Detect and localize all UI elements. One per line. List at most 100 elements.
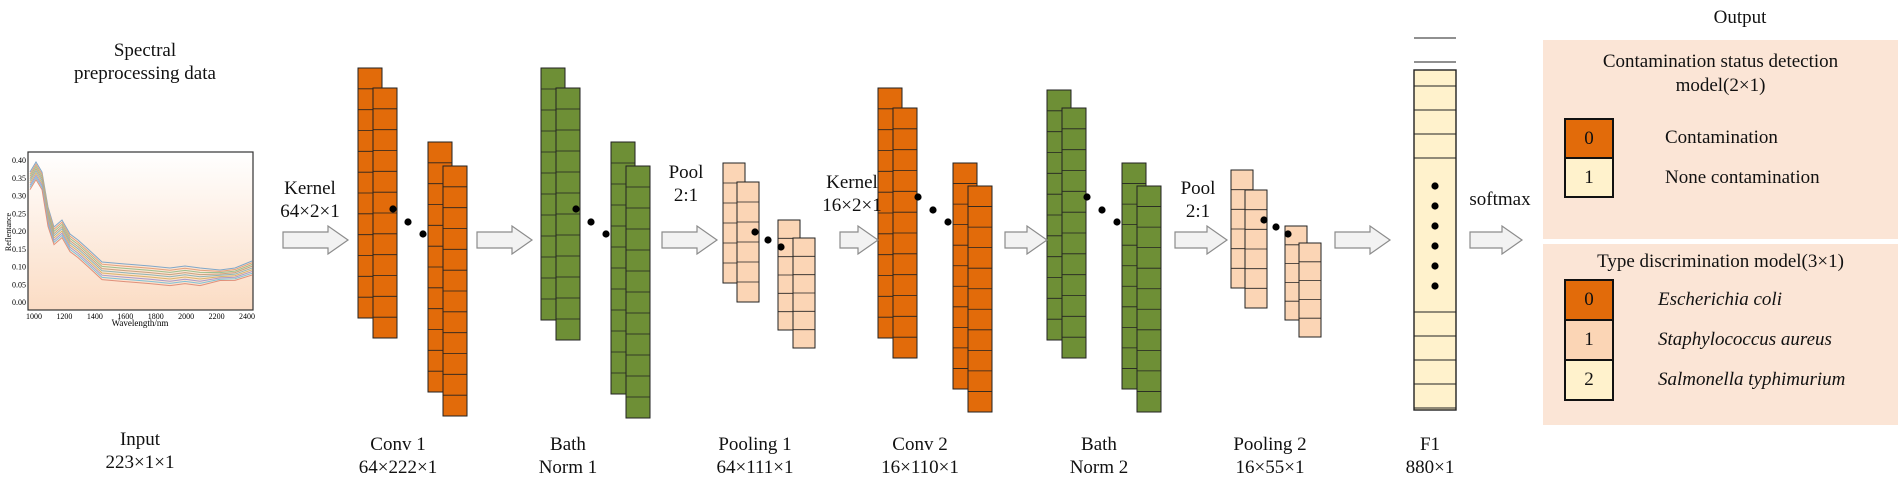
kernel2-size: 16×2×1: [822, 195, 882, 216]
type-output-cell-1: 1: [1564, 319, 1614, 361]
ellipsis-dot: [404, 218, 412, 226]
f1-vector-body: [1413, 69, 1457, 411]
pool1-text: Pool: [668, 162, 704, 183]
status-title-line1: Contamination status detection: [1602, 51, 1839, 72]
ellipsis-dot: [929, 206, 937, 214]
plot-x-tick-label: 1200: [56, 312, 72, 321]
ellipsis-dot: [572, 205, 580, 213]
ellipsis-dot: [1431, 282, 1439, 290]
ellipsis-dot: [1431, 222, 1439, 230]
layer-dims: 880×1: [1405, 457, 1455, 478]
status-model-title: Contamination status detection model(2×1…: [1543, 50, 1898, 98]
type-model-panel: Type discrimination model(3×1) 0 1 2 Esc…: [1543, 244, 1898, 425]
input-caption: Input 223×1×1: [85, 428, 195, 474]
plot-x-tick-label: 2200: [209, 312, 225, 321]
conv1-map-last-back: [442, 165, 468, 417]
plot-y-tick-label: 0.20: [12, 227, 26, 236]
kernel2-label: Kernel 16×2×1: [812, 171, 892, 217]
ellipsis-dot: [389, 205, 397, 213]
ellipsis-dot: [1113, 218, 1121, 226]
ellipsis-dot: [1284, 230, 1292, 238]
block-arrow: [661, 224, 719, 256]
status-title-line2: model(2×1): [1675, 75, 1766, 96]
plot-y-axis-label: Reflentance: [4, 212, 13, 251]
pool1-map-last-back: [792, 237, 816, 349]
block-arrow: [1469, 224, 1524, 256]
layer-name: Pooling 1: [718, 434, 792, 455]
type-label-staphylococcus: Staphylococcus aureus: [1658, 329, 1832, 350]
layer-dims: Norm 1: [538, 457, 598, 478]
layer-caption-conv2: Conv 2 16×110×1: [860, 433, 980, 479]
type-label-salmonella: Salmonella typhimurium: [1658, 369, 1846, 390]
pool1-ratio: 2:1: [673, 185, 699, 206]
cell-value: 2: [1584, 369, 1594, 390]
norm2-map-last-back: [1136, 185, 1162, 413]
kernel1-text: Kernel: [284, 178, 336, 199]
ellipsis-dot: [587, 218, 595, 226]
layer-name: Bath: [550, 434, 586, 455]
status-label-contamination: Contamination: [1665, 127, 1778, 148]
input-title-line2: preprocessing data: [74, 63, 216, 84]
layer-name: Bath: [1081, 434, 1117, 455]
pool2-map-last-back: [1298, 242, 1322, 338]
input-title-line1: Spectral: [113, 40, 177, 61]
layer-dims: 16×55×1: [1235, 457, 1305, 478]
cell-value: 0: [1584, 127, 1594, 149]
ellipsis-dot: [419, 230, 427, 238]
plot-y-tick-label: 0.10: [12, 263, 26, 272]
layer-caption-conv1: Conv 1 64×222×1: [338, 433, 458, 479]
layer-name: Conv 2: [892, 434, 948, 455]
conv2-map-last-back: [967, 185, 993, 413]
layer-dims: 16×110×1: [881, 457, 959, 478]
status-model-panel: Contamination status detection model(2×1…: [1543, 40, 1898, 239]
type-model-title: Type discrimination model(3×1): [1597, 251, 1844, 272]
type-output-cell-2: 2: [1564, 359, 1614, 401]
norm1-map-back: [555, 87, 581, 341]
plot-y-ticks: 0.400.350.300.250.200.150.100.050.00: [12, 156, 26, 307]
softmax-label: softmax: [1460, 188, 1540, 211]
kernel1-label: Kernel 64×2×1: [270, 177, 350, 223]
layer-blocks: [357, 37, 1457, 419]
ellipsis-dot: [944, 218, 952, 226]
block-arrow: [1334, 224, 1392, 256]
layer-caption-pool2: Pooling 2 16×55×1: [1210, 433, 1330, 479]
plot-x-tick-label: 2000: [178, 312, 194, 321]
pool1-label: Pool 2:1: [661, 161, 711, 207]
pool2-map-last-back-body: [1298, 242, 1322, 338]
plot-x-tick-label: 2400: [239, 312, 255, 321]
plot-x-tick-label: 1600: [117, 312, 133, 321]
spectral-plot: 0.400.350.300.250.200.150.100.050.00 100…: [4, 151, 255, 328]
layer-dims: 64×222×1: [358, 457, 438, 478]
layer-caption-f1: F1 880×1: [1390, 433, 1470, 479]
type-label-escherichia: Escherichia coli: [1658, 289, 1782, 310]
plot-y-tick-label: 0.00: [12, 298, 26, 307]
kernel1-size: 64×2×1: [280, 201, 340, 222]
block-arrow: [839, 224, 880, 256]
ellipsis-dot: [1272, 223, 1280, 231]
input-dims: 223×1×1: [105, 452, 175, 473]
status-output-cell-1: 1: [1564, 157, 1614, 198]
plot-x-tick-label: 1800: [148, 312, 164, 321]
layer-name: Pooling 2: [1233, 434, 1307, 455]
ellipsis-dot: [777, 243, 785, 251]
layer-name: F1: [1419, 434, 1441, 455]
ellipsis-dot: [1431, 182, 1439, 190]
conv2-map-last-back-body: [967, 185, 993, 413]
layer-caption-pool1: Pooling 1 64×111×1: [695, 433, 815, 479]
pool2-map-back: [1244, 189, 1268, 309]
pool2-ratio: 2:1: [1185, 201, 1211, 222]
input-label: Input: [119, 429, 161, 450]
plot-y-tick-label: 0.25: [12, 209, 26, 218]
plot-x-tick-label: 1400: [87, 312, 103, 321]
status-output-cell-0: 0: [1564, 118, 1614, 159]
ellipsis-dot: [1083, 193, 1091, 201]
block-arrow: [282, 224, 350, 256]
plot-y-tick-label: 0.35: [12, 174, 26, 183]
norm2-map-back: [1061, 107, 1087, 359]
ellipsis-dot: [751, 228, 759, 236]
plot-y-tick-label: 0.40: [12, 156, 26, 165]
norm2-map-last-back-body: [1136, 185, 1162, 413]
flow-arrows: [282, 132, 1657, 386]
conv2-map-back: [892, 107, 918, 359]
